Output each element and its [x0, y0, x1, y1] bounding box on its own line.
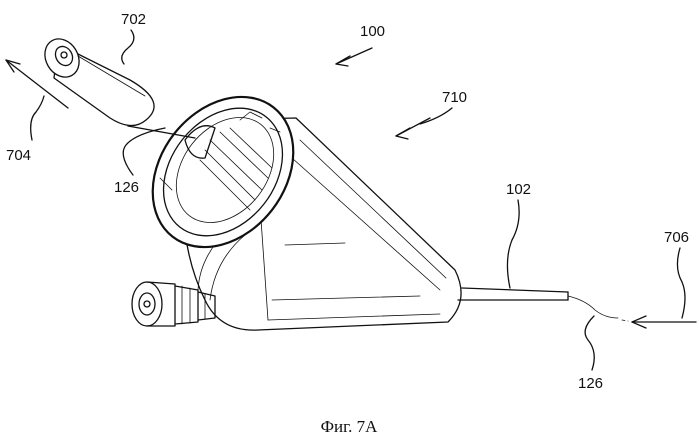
connector	[132, 282, 215, 326]
label-126-upper: 126	[114, 179, 139, 196]
label-702: 702	[121, 11, 146, 28]
cap-702	[38, 33, 154, 126]
label-704: 704	[6, 147, 31, 164]
label-126-lower: 126	[578, 375, 603, 392]
label-100: 100	[360, 23, 385, 40]
figure-caption: Фиг. 7А	[321, 417, 379, 436]
front-ring	[124, 69, 323, 275]
tube-102	[458, 288, 628, 321]
arrow-706	[632, 316, 696, 328]
arrow-100	[336, 48, 372, 66]
label-102: 102	[506, 181, 531, 198]
label-710: 710	[442, 89, 467, 106]
label-706: 706	[664, 229, 689, 246]
arrow-710	[396, 118, 430, 139]
